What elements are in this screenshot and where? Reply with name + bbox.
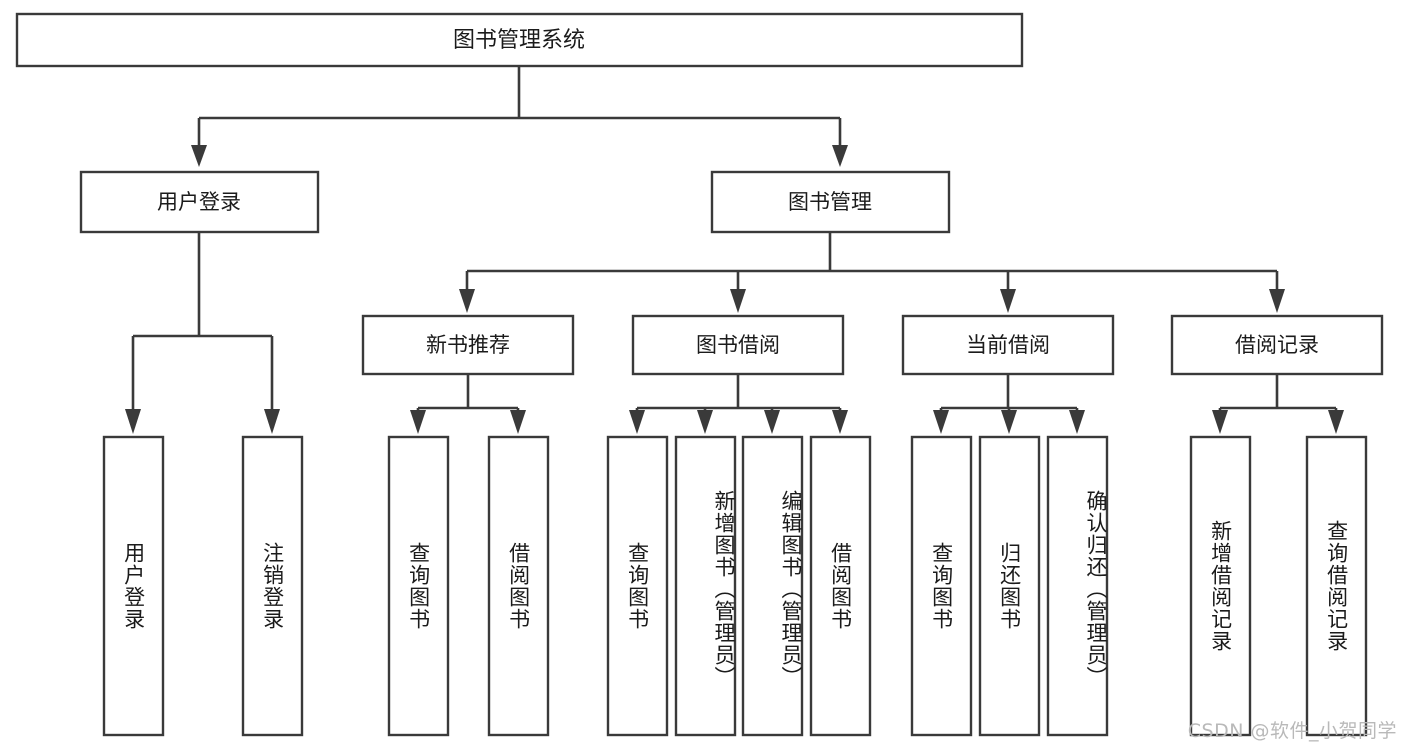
arrow-down-icon (125, 409, 141, 434)
leaf-box-query-book-nb[interactable] (387, 435, 450, 737)
connectors-book-manage-to-level3 (459, 232, 1285, 313)
node-book-manage[interactable]: 图书管理 (710, 170, 951, 234)
leaf-box-return-book-cb[interactable] (978, 435, 1041, 737)
connectors-root-to-level2 (191, 66, 848, 167)
new-book-recommend-label: 新书推荐 (426, 333, 510, 357)
arrow-down-icon (1328, 410, 1344, 434)
node-current-borrow[interactable]: 当前借阅 (901, 314, 1115, 376)
leaf-box-query-book-cb[interactable] (910, 435, 973, 737)
connectors-current-borrow-to-leaves (933, 374, 1085, 434)
node-borrow-record[interactable]: 借阅记录 (1170, 314, 1384, 376)
leaf-box-logout[interactable] (241, 435, 304, 737)
arrow-down-icon (832, 410, 848, 434)
arrow-down-icon (764, 410, 780, 434)
leaf-box-edit-book-bb[interactable] (741, 435, 804, 737)
leaf-box-query-book-bb[interactable] (606, 435, 669, 737)
node-book-borrow[interactable]: 图书借阅 (631, 314, 845, 376)
root-box[interactable] (15, 12, 1024, 68)
arrow-down-icon (510, 410, 526, 434)
arrow-down-icon (697, 410, 713, 434)
arrow-down-icon (730, 289, 746, 313)
connectors-borrow-record-to-leaves (1212, 374, 1344, 434)
borrow-record-label: 借阅记录 (1235, 333, 1319, 357)
new-book-recommend-box[interactable] (361, 314, 575, 376)
arrow-down-icon (1212, 410, 1228, 434)
arrow-down-icon (1001, 410, 1017, 434)
connectors-new-book-to-leaves (410, 374, 526, 434)
root-label: 图书管理系统 (453, 28, 585, 53)
borrow-record-box[interactable] (1170, 314, 1384, 376)
arrow-down-icon (264, 409, 280, 434)
arrow-down-icon (1069, 410, 1085, 434)
watermark-text: CSDN @软件_小贺同学 (1187, 720, 1397, 742)
arrow-down-icon (933, 410, 949, 434)
leaf-box-confirm-return-cb[interactable] (1046, 435, 1109, 737)
leaf-box-add-record-br[interactable] (1189, 435, 1252, 737)
arrow-down-icon (1269, 289, 1285, 313)
node-root[interactable]: 图书管理系统 (15, 12, 1024, 68)
leaf-box-borrow-book-bb[interactable] (809, 435, 872, 737)
current-borrow-box[interactable] (901, 314, 1115, 376)
user-login-label: 用户登录 (157, 190, 241, 214)
leaf-box-query-record-br[interactable] (1305, 435, 1368, 737)
arrow-down-icon (1000, 289, 1016, 313)
arrow-down-icon (459, 289, 475, 313)
leaf-box-borrow-book-nb[interactable] (487, 435, 550, 737)
book-manage-label: 图书管理 (788, 190, 872, 214)
book-manage-box[interactable] (710, 170, 951, 234)
book-borrow-label: 图书借阅 (696, 333, 780, 357)
node-user-login[interactable]: 用户登录 (79, 170, 320, 234)
arrow-down-icon (410, 410, 426, 434)
arrow-down-icon (191, 145, 207, 167)
arrow-down-icon (629, 410, 645, 434)
leaf-box-add-book-bb[interactable] (674, 435, 737, 737)
current-borrow-label: 当前借阅 (966, 333, 1050, 357)
connectors-book-borrow-to-leaves (629, 374, 848, 434)
connectors-user-login-to-leaves (125, 232, 280, 434)
node-new-book-recommend[interactable]: 新书推荐 (361, 314, 575, 376)
leaf-box-user-login[interactable] (102, 435, 165, 737)
arrow-down-icon (832, 145, 848, 167)
book-borrow-box[interactable] (631, 314, 845, 376)
